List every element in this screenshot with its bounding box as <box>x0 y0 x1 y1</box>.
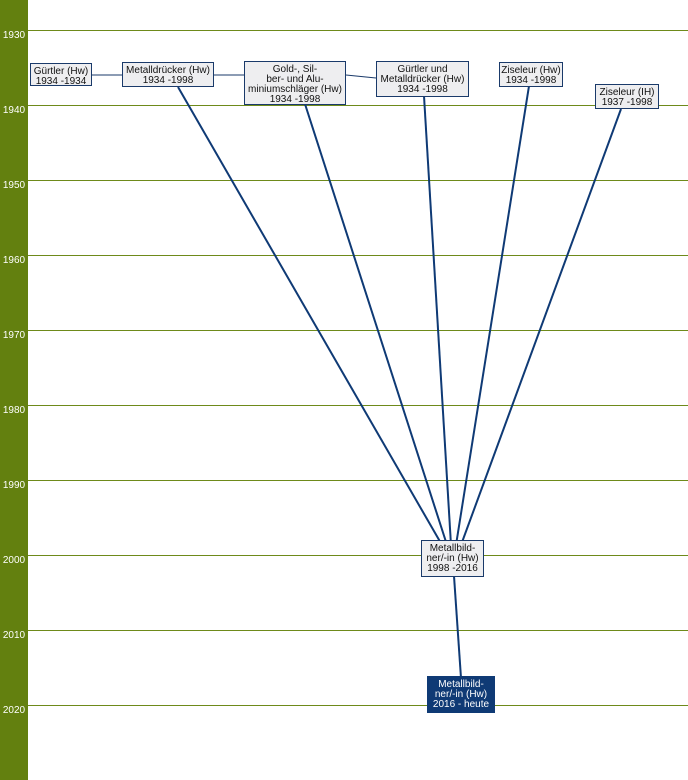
year-axis <box>0 0 28 780</box>
year-label-1960: 1960 <box>2 255 26 266</box>
year-gridline-1970 <box>28 330 688 331</box>
connector-goldschlaeger-side <box>345 74 377 79</box>
connector-ziseleur-hw <box>455 85 530 546</box>
year-gridline-1980 <box>28 405 688 406</box>
node-guertler[interactable]: Gürtler (Hw) 1934 -1934 <box>30 63 92 87</box>
node-ziseleur-hw[interactable]: Ziseleur (Hw) 1934 -1998 <box>499 62 563 87</box>
year-label-1980: 1980 <box>2 405 26 416</box>
year-gridline-2010 <box>28 630 688 631</box>
year-label-1940: 1940 <box>2 105 26 116</box>
connector-metallbildner <box>453 575 462 679</box>
connector-ziseleur-ih <box>460 108 622 546</box>
year-gridline-1950 <box>28 180 688 181</box>
year-gridline-1990 <box>28 480 688 481</box>
year-label-1990: 1990 <box>2 480 26 491</box>
year-gridline-2000 <box>28 555 688 556</box>
node-metalldruecker[interactable]: Metalldrücker (Hw) 1934 -1998 <box>122 62 214 87</box>
node-metallbildner-1998[interactable]: Metallbild- ner/-in (Hw) 1998 -2016 <box>421 540 484 577</box>
node-metallbildner-current[interactable]: Metallbild- ner/-in (Hw) 2016 - heute <box>427 676 495 713</box>
year-gridline-1930 <box>28 30 688 31</box>
connector-metalldruecker <box>177 86 443 546</box>
node-guertler-metalldruecker[interactable]: Gürtler und Metalldrücker (Hw) 1934 -199… <box>376 61 469 97</box>
year-label-2020: 2020 <box>2 705 26 716</box>
node-goldschlaeger[interactable]: Gold-, Sil- ber- und Alu- miniumschläger… <box>244 61 346 105</box>
year-gridline-2020 <box>28 705 688 706</box>
year-gridline-1940 <box>28 105 688 106</box>
year-label-2010: 2010 <box>2 630 26 641</box>
year-label-1950: 1950 <box>2 180 26 191</box>
year-label-1970: 1970 <box>2 330 26 341</box>
connector-goldschlaeger <box>304 103 448 546</box>
connector-guertler-md <box>423 95 452 546</box>
year-label-1930: 1930 <box>2 30 26 41</box>
year-label-2000: 2000 <box>2 555 26 566</box>
node-ziseleur-ih[interactable]: Ziseleur (IH) 1937 -1998 <box>595 84 659 109</box>
year-gridline-1960 <box>28 255 688 256</box>
